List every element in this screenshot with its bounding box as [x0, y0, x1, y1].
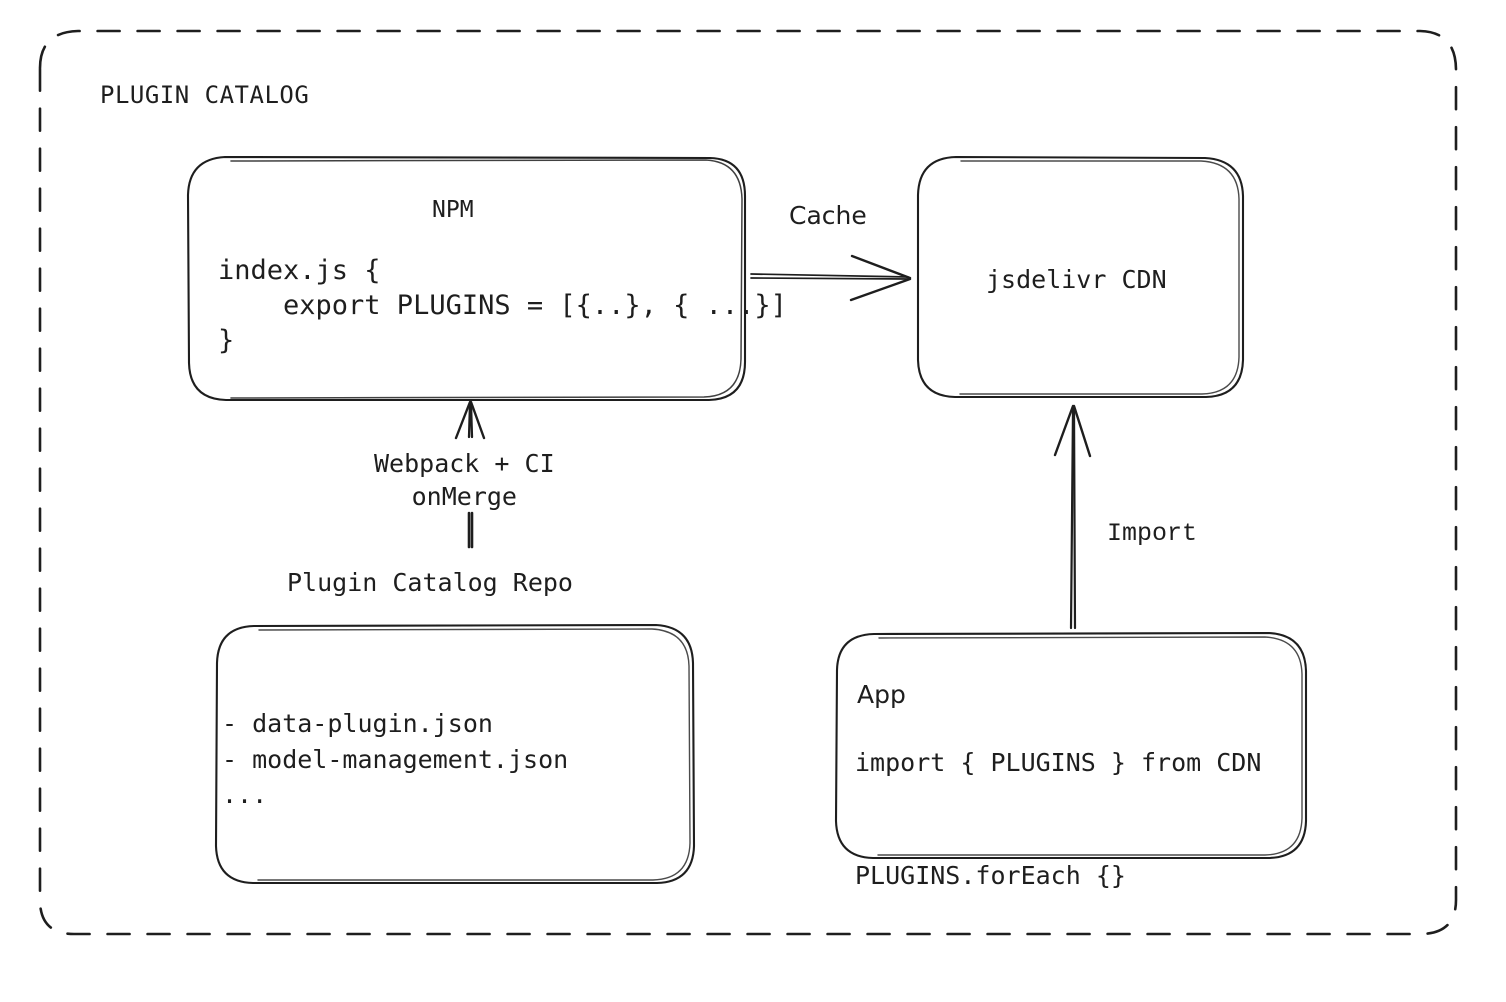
app-node-title: App — [857, 680, 906, 709]
import-edge-label: Import — [1107, 519, 1198, 548]
repo-node-items: - data-plugin.json - model-management.js… — [222, 709, 569, 809]
repo-node-label: Plugin Catalog Repo — [287, 568, 573, 597]
cdn-node-title: jsdelivr CDN — [986, 265, 1167, 294]
build-edge-label: Webpack + CI onMerge — [374, 449, 555, 511]
import-arrow — [1053, 404, 1092, 630]
npm-node-code: index.js { export PLUGINS = [{..}, { ...… — [218, 255, 787, 357]
cache-edge-label: Cache — [789, 201, 867, 230]
group-title: PLUGIN CATALOG — [100, 81, 310, 109]
npm-node-title: NPM — [432, 197, 474, 223]
app-node-code: import { PLUGINS } from CDN PLUGINS.forE… — [855, 748, 1262, 890]
